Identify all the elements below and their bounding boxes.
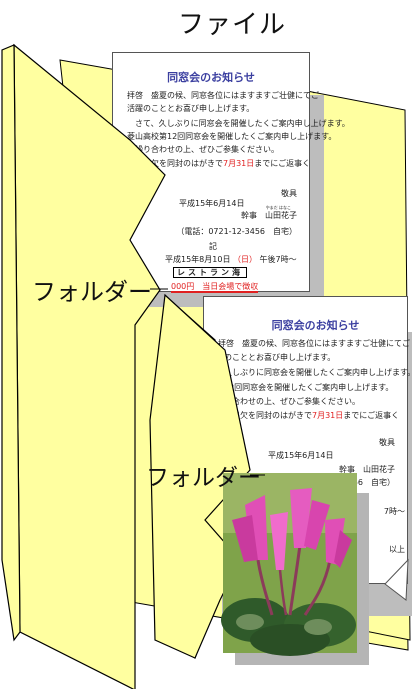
document-back-title: 同窓会のお知らせ: [167, 71, 255, 84]
document-back-ki: 記: [209, 242, 217, 251]
document-back-fee-text: 000円 当日会場で徴収: [171, 282, 259, 293]
document-front-rsvp-tail: までにご返事く: [343, 411, 400, 420]
document-back-date: 平成15年6月14日: [179, 199, 245, 208]
document-back-venue-box: レストラン海: [173, 267, 247, 278]
document-front-line: り合わせの上、ぜひご参集ください。: [224, 397, 360, 406]
document-back-organizer: 幹事 山田花子: [241, 211, 297, 220]
document-front-line: 久しぶりに同窓会を開催したくご案内申し上げます。: [224, 368, 416, 377]
document-back-event-time: 午後7時～: [259, 255, 297, 264]
document-front-line: ご出欠を同封のはがきで7月31日までにご返事く: [224, 411, 399, 421]
document-back-line: ご出欠を同封のはがきで7月31日までにご返事く: [127, 159, 310, 169]
document-back-rsvp-tail: までにご返事く: [254, 159, 311, 168]
document-front-phone-partial: 56 自宅）: [352, 478, 395, 487]
document-back-line: さて、久しぶりに同窓会を開催したくご案内申し上げます。: [127, 119, 350, 128]
document-front-date: 平成15年6月14日: [268, 451, 334, 460]
document-back-rsvp-date: 7月31日: [223, 159, 255, 168]
document-front-line: 拝啓 盛夏の候、同窓各位にはますますご壮健にてご: [218, 339, 410, 348]
document-front-rsvp-date: 7月31日: [312, 411, 344, 420]
document-back-event: 平成15年8月10日 （日） 午後7時～: [165, 255, 297, 265]
document-front-time-partial: 7時～: [383, 507, 405, 516]
document-front-title: 同窓会のお知らせ: [271, 319, 360, 332]
document-front-page-curl: [384, 558, 409, 601]
document-back-event-day: （日）: [233, 255, 257, 264]
folder-back-front-flap: [13, 43, 166, 689]
document-back-line: お繰り合わせの上、ぜひご参集ください。: [127, 145, 279, 154]
document-back-line: 拝啓 盛夏の候、同窓各位にはますますご壮健にてご: [127, 91, 319, 100]
document-back-venue: レストラン海: [173, 267, 247, 278]
document-back-event-date: 平成15年8月10日: [165, 255, 231, 264]
document-back-phone: （電話：0721-12-3456 自宅）: [176, 227, 297, 236]
document-front-rsvp-text: ご出欠を同封のはがきで: [224, 411, 312, 420]
document-back-line: 菱山高校第12回同窓会を開催したくご案内申し上げます。: [127, 132, 337, 141]
folder-back-front-flap-outer: [1, 44, 21, 642]
document-back-rsvp-text: ご出欠を同封のはがきで: [127, 159, 223, 168]
document-front-footer-partial: 以上: [389, 545, 405, 554]
label-folder-upper: フォルダー: [32, 278, 152, 306]
document-front-organizer: 幹事 山田花子: [339, 465, 395, 474]
document-front-line: 12回同窓会を開催したくご案内申し上げます。: [224, 383, 394, 392]
label-folder-lower: フォルダー: [146, 465, 261, 491]
label-file: ファイル: [178, 10, 287, 40]
document-back-closing: 敬具: [281, 189, 297, 198]
document-front-closing: 敬具: [379, 438, 395, 447]
document-back-fee: 000円 当日会場で徴収: [171, 282, 259, 293]
document-back-organizer-ruby: やまだ はなこ: [265, 205, 291, 210]
document-front-line: のこととお喜び申し上げます。: [224, 353, 336, 362]
document-back-line: 活躍のこととお喜び申し上げます。: [127, 104, 255, 113]
flower-photo: [221, 473, 357, 656]
